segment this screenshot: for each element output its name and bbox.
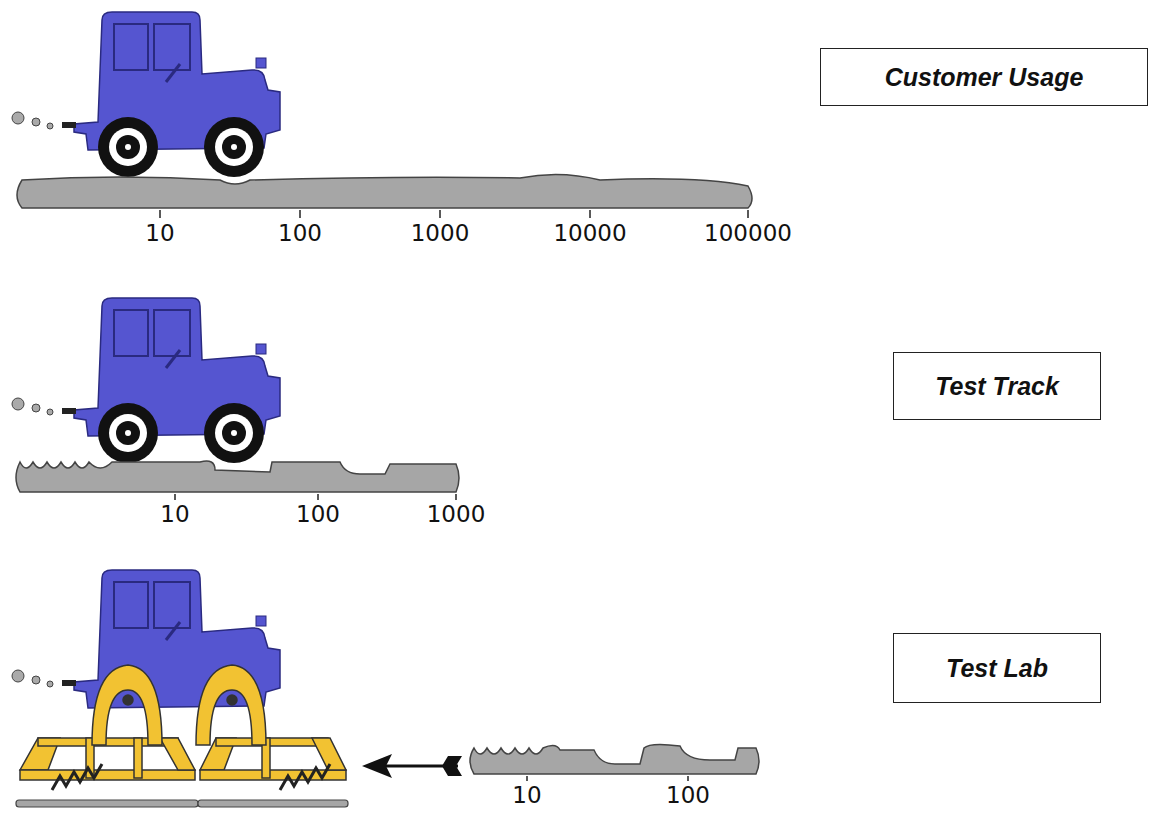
box-title: Test Track	[935, 372, 1059, 401]
scale-number: 100	[666, 783, 710, 808]
car	[12, 298, 280, 463]
road	[470, 744, 759, 774]
tick-marks	[527, 776, 688, 781]
scale-number: 10	[160, 502, 189, 527]
scale-number: 10000	[553, 221, 626, 246]
label-box: Test Lab	[893, 633, 1101, 703]
test-rig	[20, 665, 346, 800]
road	[17, 174, 752, 208]
spring	[52, 764, 330, 790]
scale-number: 10	[512, 783, 541, 808]
road	[16, 461, 459, 492]
tick-marks	[175, 494, 456, 500]
label-box: Customer Usage	[820, 48, 1148, 106]
box-title: Test Lab	[946, 654, 1048, 683]
car	[12, 12, 280, 177]
scale-number: 10	[145, 221, 174, 246]
tick-marks	[160, 210, 748, 218]
scale-number: 1000	[411, 221, 470, 246]
arrow	[362, 754, 462, 778]
box-title: Customer Usage	[885, 63, 1084, 92]
label-box: Test Track	[893, 352, 1101, 420]
rig-base	[16, 800, 348, 807]
scale-number: 100	[296, 502, 340, 527]
scale-number: 1000	[427, 502, 486, 527]
scale-number: 100	[278, 221, 322, 246]
scale-number: 100000	[704, 221, 792, 246]
